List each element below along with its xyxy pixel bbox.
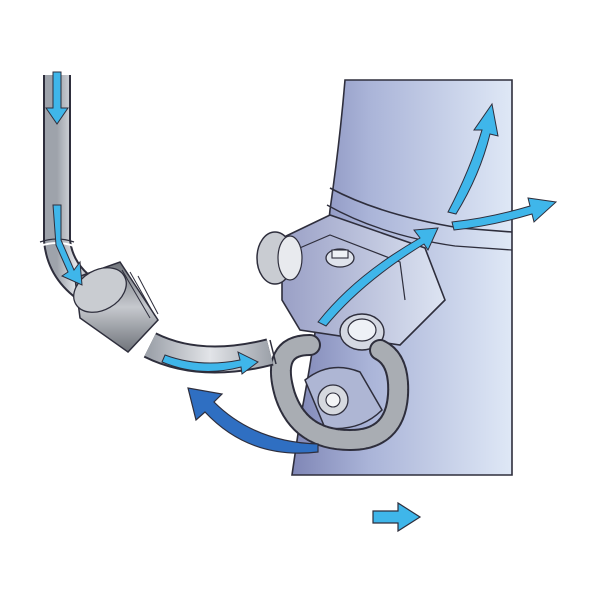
inflow-arrows: [45, 71, 259, 375]
flow-arrow-icon: [161, 351, 259, 375]
flow-arrow-icon: [451, 197, 558, 231]
return-arrow-icon: [187, 387, 319, 454]
flow-arrow-icon: [52, 204, 83, 286]
flow-arrow-icon: [317, 227, 439, 327]
hose-coupling: [73, 261, 159, 353]
flow-arrow-icon: [447, 102, 499, 215]
lower-fitting: [304, 366, 383, 430]
flow-arrow-icon: [45, 71, 69, 125]
legend-arrow-icon: [372, 501, 422, 533]
hose-loop: [270, 334, 410, 452]
outflow-arrows: [317, 102, 558, 327]
